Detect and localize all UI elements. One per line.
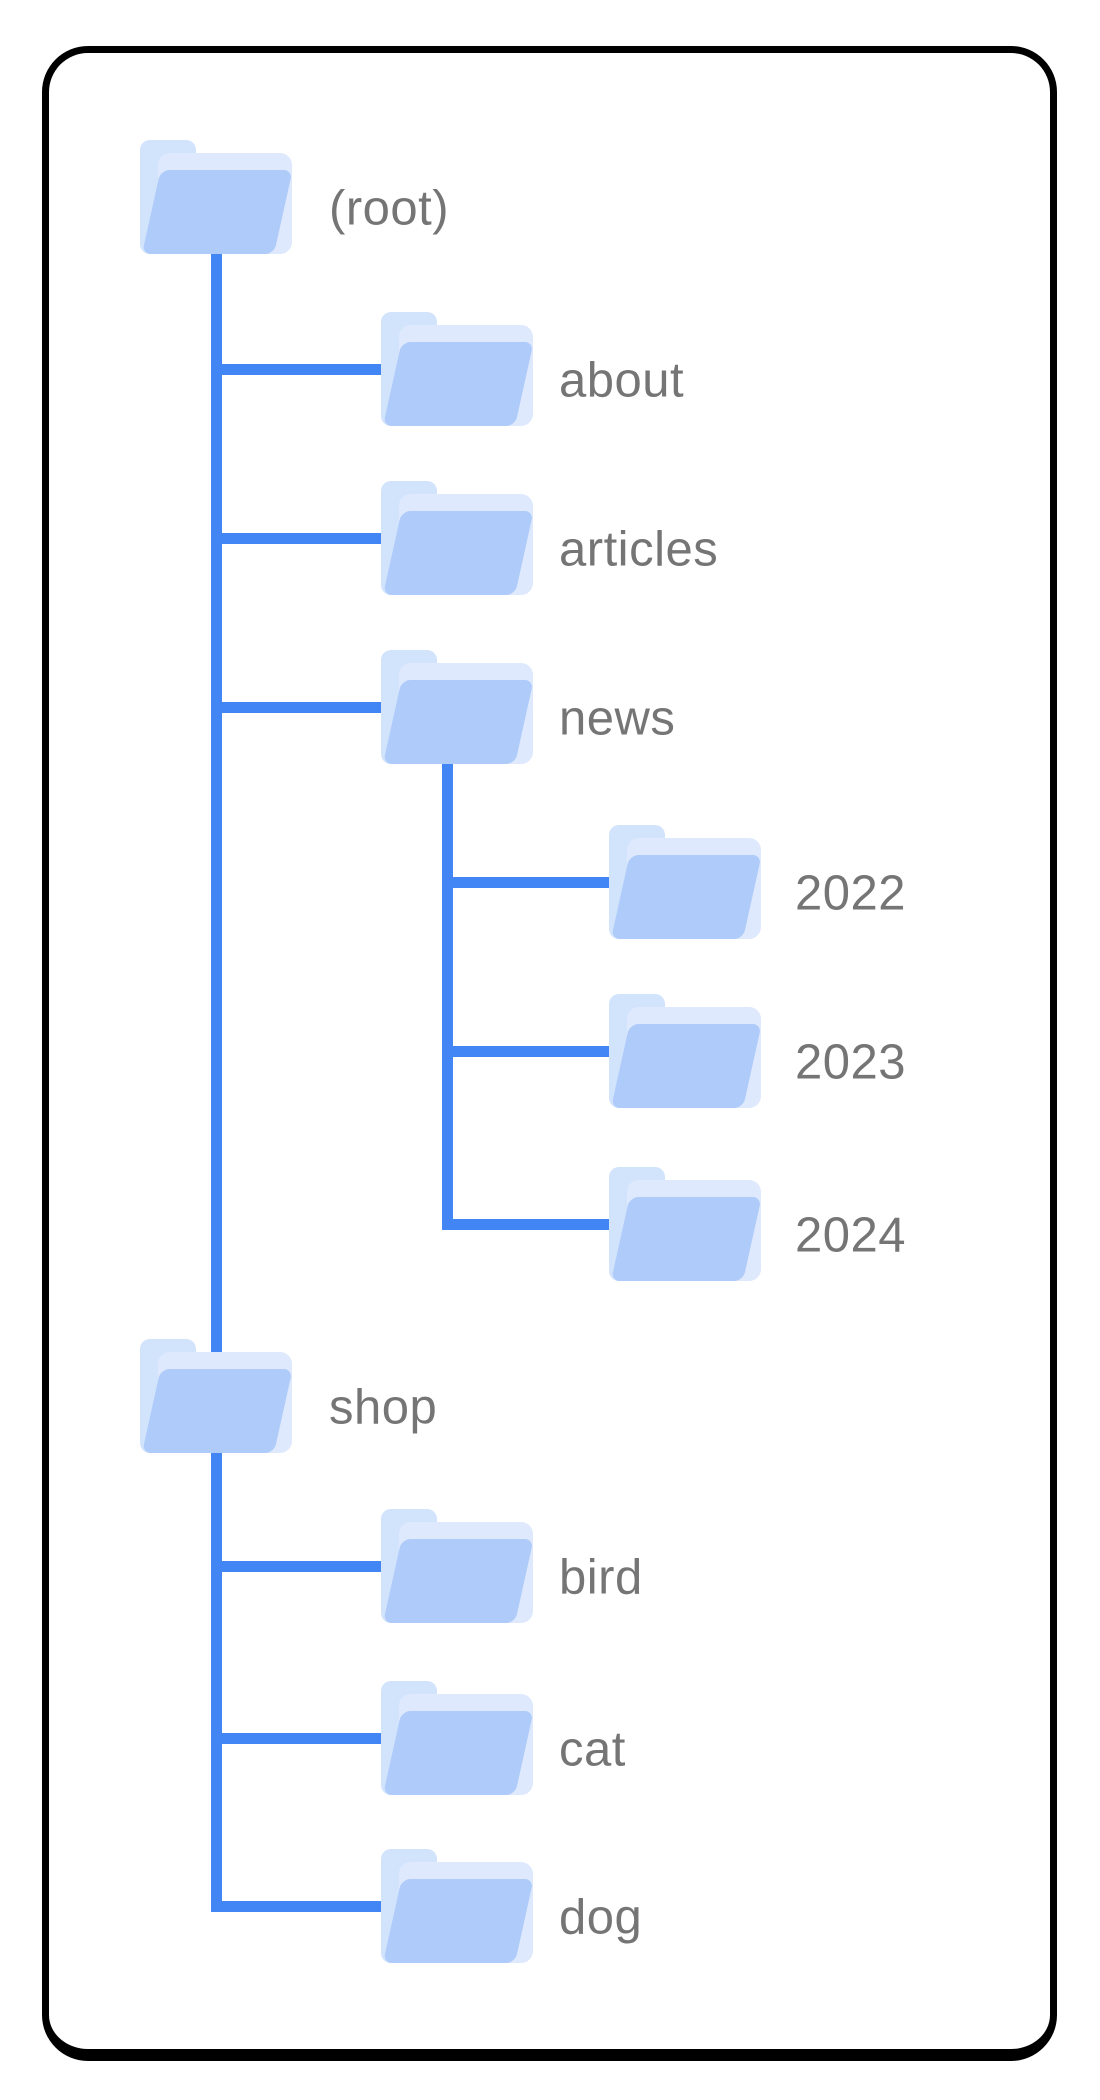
folder-icon: [609, 825, 762, 939]
folder-front-flap: [383, 342, 534, 426]
folder-icon: [140, 140, 293, 254]
folder-front-flap: [611, 855, 762, 939]
folder-front-flap: [383, 511, 534, 595]
node-label-root: (root): [329, 181, 450, 236]
folder-front-flap: [611, 1024, 762, 1108]
connector-trunk-main: [211, 253, 222, 1912]
node-label-y2023: 2023: [795, 1035, 907, 1090]
folder-front-flap: [142, 170, 293, 254]
connector-branch-cat: [211, 1733, 401, 1744]
connector-branch-2023: [442, 1046, 629, 1057]
folder-icon: [140, 1339, 293, 1453]
folder-front-flap: [383, 680, 534, 764]
connector-branch-2024: [442, 1219, 629, 1230]
connector-branch-bird: [211, 1561, 401, 1572]
folder-front-flap: [611, 1197, 762, 1281]
node-label-y2024: 2024: [795, 1208, 907, 1263]
folder-icon: [381, 650, 534, 764]
folder-icon: [609, 994, 762, 1108]
connector-branch-news: [211, 702, 401, 713]
node-label-news: news: [559, 691, 676, 746]
folder-front-flap: [383, 1879, 534, 1963]
node-label-bird: bird: [559, 1550, 643, 1605]
site-structure-diagram-card: (root) about articles news 2022 2023 2024 shop b…: [42, 46, 1057, 2061]
folder-front-flap: [142, 1369, 293, 1453]
folder-icon: [381, 1849, 534, 1963]
node-label-about: about: [559, 353, 685, 408]
node-label-y2022: 2022: [795, 866, 907, 921]
folder-front-flap: [383, 1711, 534, 1795]
folder-icon: [381, 481, 534, 595]
folder-front-flap: [383, 1539, 534, 1623]
node-label-cat: cat: [559, 1722, 626, 1777]
connector-branch-articles: [211, 533, 401, 544]
connector-trunk-news: [442, 764, 453, 1230]
node-label-dog: dog: [559, 1890, 643, 1945]
folder-icon: [381, 1509, 534, 1623]
node-label-articles: articles: [559, 522, 719, 577]
folder-icon: [609, 1167, 762, 1281]
folder-icon: [381, 312, 534, 426]
connector-branch-2022: [442, 877, 629, 888]
folder-icon: [381, 1681, 534, 1795]
node-label-shop: shop: [329, 1380, 438, 1435]
connector-branch-dog: [211, 1901, 401, 1912]
connector-branch-about: [211, 364, 401, 375]
